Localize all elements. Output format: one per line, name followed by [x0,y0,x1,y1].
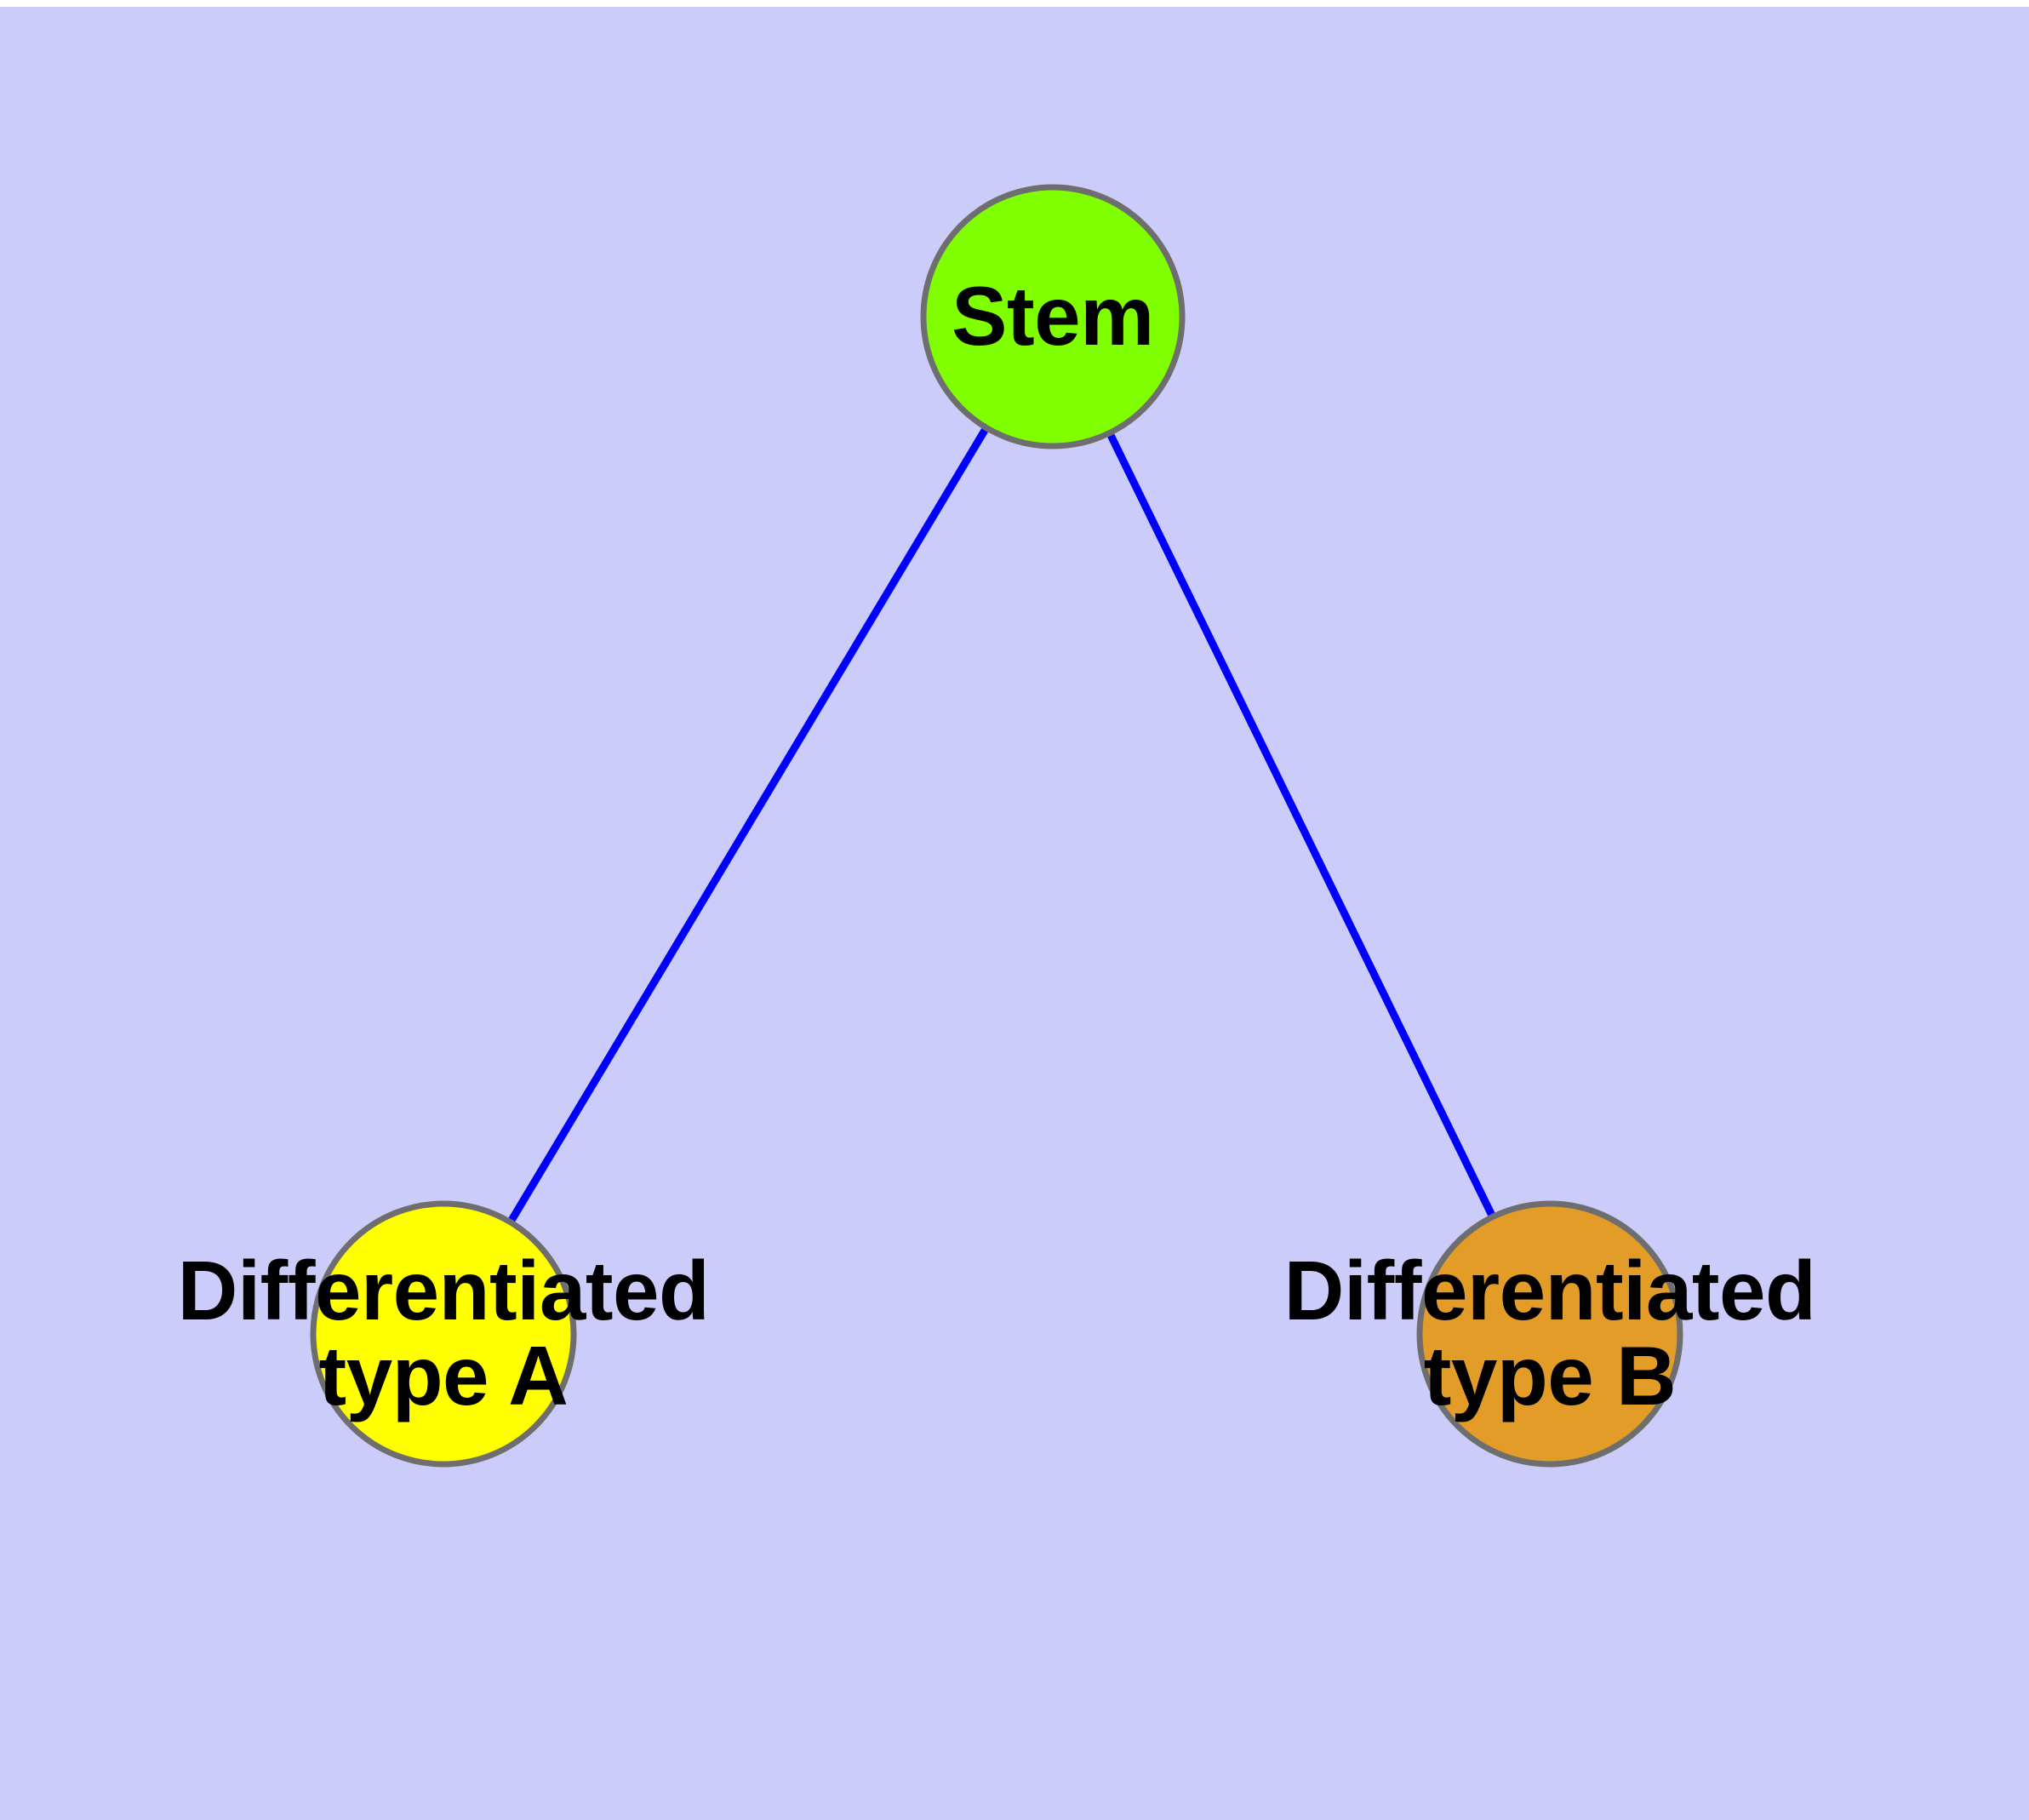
node-differentiated-type-a[interactable] [310,1200,577,1468]
node-stem[interactable] [920,184,1186,449]
edge-layer [508,428,1495,1222]
node-layer [310,184,1683,1468]
edge-stem-to-differentiated-type-a[interactable] [508,428,988,1222]
node-differentiated-type-b[interactable] [1416,1200,1683,1468]
edge-stem-to-differentiated-type-b[interactable] [1107,433,1495,1216]
